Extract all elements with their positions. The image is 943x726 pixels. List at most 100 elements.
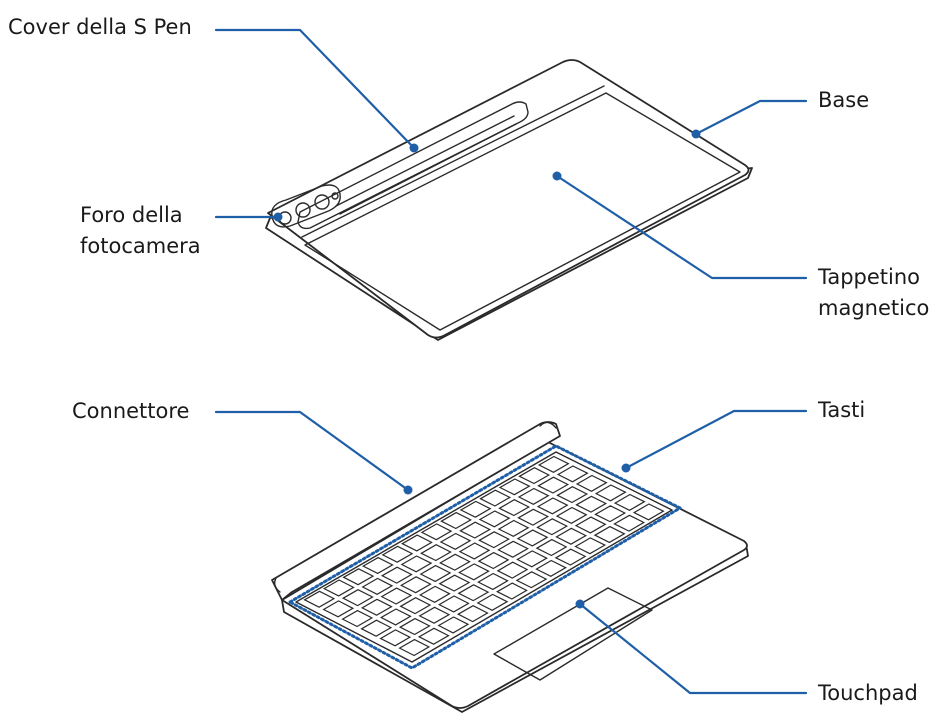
keyboard-key [517,508,550,526]
keyboard-key [457,584,490,602]
keyboard-key [459,500,492,518]
callout-magnetic-pad: Tappetino magnetico [552,171,929,320]
label-connector: Connettore [72,399,189,423]
keyboard-key [458,563,490,581]
keyboard-key [420,523,453,541]
keyboard-key [381,545,414,563]
keyboard-key [322,579,355,597]
keyboard-key [613,493,646,511]
keyboard-key [322,600,355,618]
keyboard-key [437,595,470,613]
keyboard-key [419,564,452,583]
leader-connector [214,410,410,492]
keyboard-key [555,527,588,545]
keyboard-key [574,516,607,534]
keyboard-key [515,571,548,589]
keyboard-key [498,499,531,517]
keyboard-key [516,550,548,568]
keyboard-key [535,538,568,557]
leader-spen-cover [214,28,416,150]
keyboard-key [399,576,432,594]
keyboard-key [575,474,608,492]
keyboard-key [517,487,550,505]
keyboard-key [439,553,471,571]
callout-connector: Connettore [72,399,413,495]
book-cover-illustration [265,59,753,341]
keyboard-illustration [271,421,749,713]
callout-touchpad: Touchpad [575,599,918,705]
keyboard-key [420,544,452,562]
keyboard-key [458,542,491,560]
keyboard-key [360,619,393,637]
label-touchpad: Touchpad [817,681,918,705]
callout-spen-cover: Cover della S Pen [8,15,419,153]
leader-keys [624,409,808,470]
leader-dot-magnetic-pad [552,171,562,181]
keyboard-key [418,606,451,624]
keyboard-key [342,568,375,586]
keyboard-key [341,589,374,607]
label-base: Base [818,88,869,112]
keyboard-key [380,566,413,584]
keyboard-key [574,537,607,555]
keyboard-key [555,506,588,524]
keyboard-key [497,519,530,537]
label-spen-cover: Cover della S Pen [8,15,192,39]
keyboard-key [575,495,608,513]
keyboard-key [379,608,412,626]
leader-dot-camera-hole [273,212,283,222]
label-magnetic-pad-line1: Tappetino [817,265,920,289]
keyboard-key [303,590,336,608]
keyboard-key [537,455,570,473]
keyboard-key [379,629,412,647]
leader-dot-spen-cover [409,143,419,153]
keyboard-key [399,597,432,615]
keyboard-key [398,638,431,657]
callout-camera-hole: Foro della fotocamera [80,203,283,258]
leader-base [694,99,808,136]
keyboard-key [497,540,529,558]
leader-touchpad [578,602,808,695]
label-magnetic-pad-line2: magnetico [818,296,929,320]
keyboard-key [459,521,491,539]
keyboard-key [477,551,510,570]
leader-dot-connector [403,485,413,495]
keyboard-key [478,531,510,549]
keyboard-key [477,572,509,591]
label-keys: Tasti [817,398,865,422]
keyboard-key [398,617,431,636]
keyboard-key [478,510,511,528]
keyboard-key [417,627,450,645]
keyboard-key [380,587,413,605]
keyboard-key [439,532,472,550]
keyboard-key [537,476,570,494]
keyboard-key [536,497,569,515]
leader-dot-base [691,129,701,139]
keyboard-key [498,478,531,496]
keyboard-key [400,555,433,573]
keyboard-key [401,534,433,552]
keyboard-key [556,486,589,504]
keyboard-key [456,605,489,623]
keyboard-key [437,616,470,634]
callout-keys: Tasti [621,398,865,473]
keyboard-key [632,503,665,521]
keyboard-key [594,505,627,523]
keyboard-key [476,593,509,611]
leader-dot-keys [621,463,631,473]
keyboard-key [536,518,569,536]
keyboard-key [341,609,374,628]
callout-base: Base [691,88,869,139]
keyboard-key [516,529,549,547]
keyboard-key [360,598,393,616]
keyboard-key [594,484,627,502]
keyboard-key [496,582,528,600]
keyboard-key [438,574,471,592]
keyboard-key [613,514,646,532]
key-grid [303,455,665,657]
keyboard-key [556,465,589,483]
keyboard-key [361,577,394,595]
keyboard-key [518,467,551,485]
keyboard-key [496,561,529,579]
